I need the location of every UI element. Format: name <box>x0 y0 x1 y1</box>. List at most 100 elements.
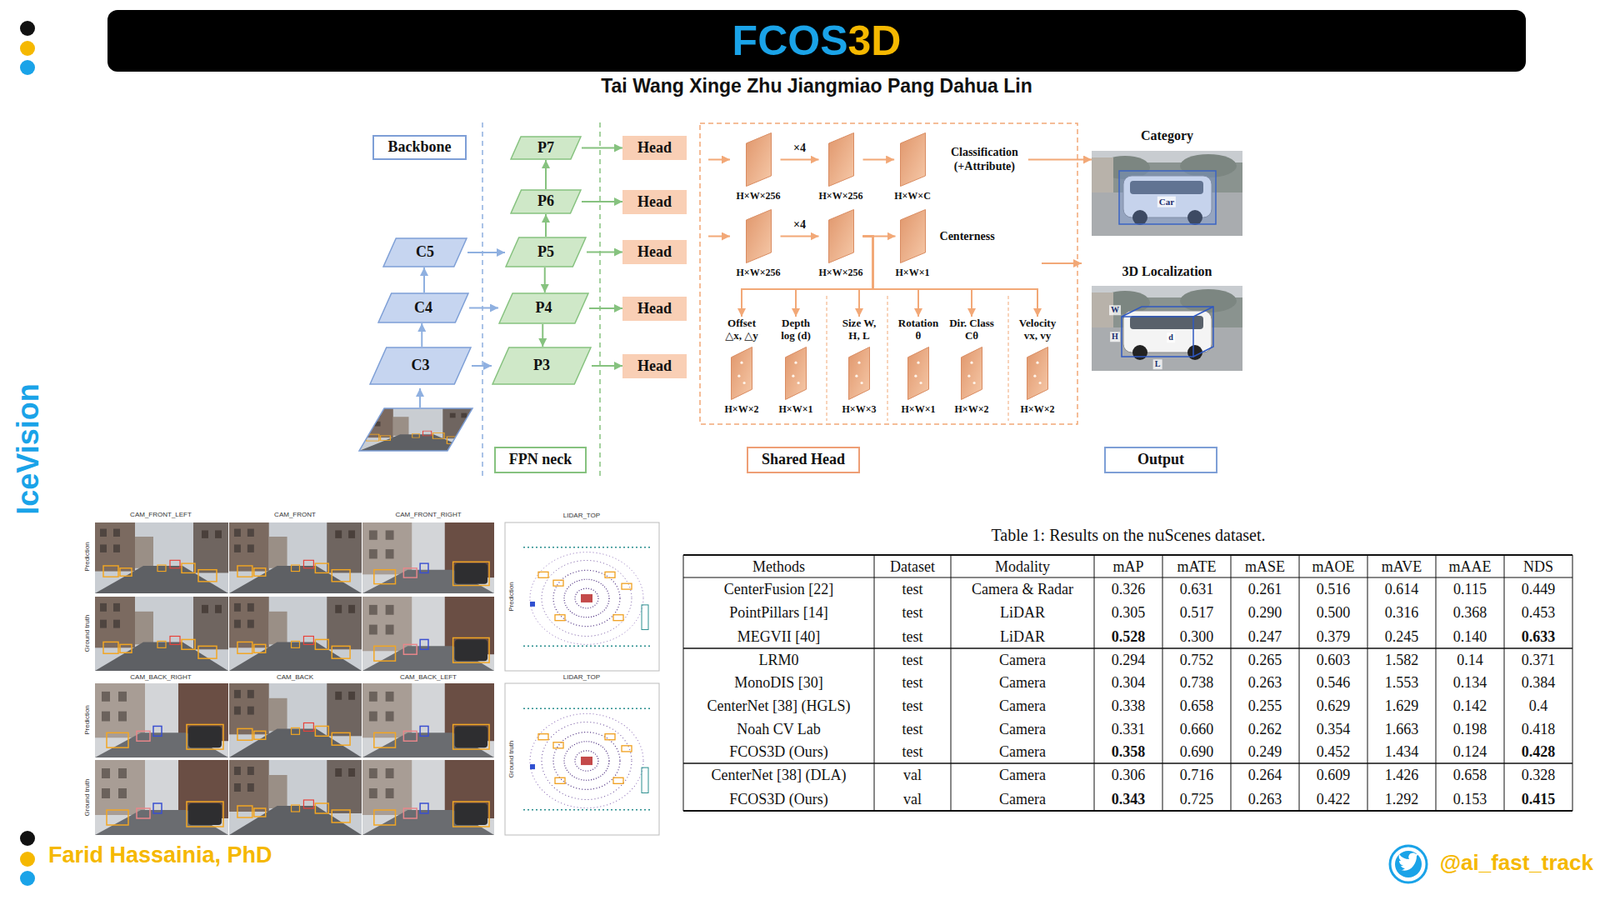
table-cell: 0.371 <box>1521 651 1556 670</box>
map-title: Centerness <box>940 229 995 244</box>
table-cell: 0.358 <box>1111 743 1146 761</box>
table-cell: test <box>902 697 924 715</box>
table-header: mASE <box>1245 557 1285 575</box>
input-frame <box>359 408 473 451</box>
slab-dot <box>794 361 797 365</box>
table-cell: 0.453 <box>1521 604 1556 622</box>
feature-slab <box>828 132 855 187</box>
table-cell: test <box>902 628 924 646</box>
head-box: Head <box>622 354 687 379</box>
feature-slab <box>907 346 930 400</box>
slide-text: IceVision <box>10 383 45 515</box>
table-header: mAP <box>1112 557 1144 575</box>
view-label: Prediction <box>507 581 515 612</box>
table-header: mAAE <box>1449 557 1492 575</box>
feature-slab <box>745 209 772 264</box>
table-cell: 0.658 <box>1453 766 1488 785</box>
table-cell: 0.415 <box>1521 790 1556 809</box>
picture-frame <box>1091 285 1243 371</box>
box-label: Head <box>637 244 672 261</box>
table-rule <box>683 762 1573 765</box>
slab-dot <box>797 381 800 385</box>
parallelogram-outline <box>499 293 589 324</box>
table-cell: 0.516 <box>1316 580 1351 599</box>
table-cell: 0.306 <box>1111 766 1146 785</box>
connector <box>541 324 544 347</box>
head-box: Head <box>622 135 687 160</box>
decor-dot <box>20 870 35 886</box>
table-header: NDS <box>1523 557 1554 575</box>
map-size: H×W×1 <box>778 403 813 415</box>
pyramid-level: P4 <box>498 292 590 325</box>
connector <box>544 267 546 293</box>
table-cell: 0.290 <box>1248 604 1283 622</box>
slab-face <box>849 347 870 400</box>
table-cell: 0.249 <box>1248 743 1283 761</box>
decor-dot <box>20 20 35 36</box>
table-cell: MonoDIS [30] <box>734 674 824 692</box>
slab-face <box>961 347 983 400</box>
feature-map: H×W×256 <box>819 209 864 279</box>
map-title: Classification (+Attribute) <box>940 145 1029 174</box>
box-label: Backbone <box>387 139 451 156</box>
connector <box>589 307 623 310</box>
pyramid-level: P3 <box>491 346 592 385</box>
table-cell: 0.449 <box>1521 580 1556 599</box>
slide-text: Farid Hassainia, PhD <box>48 842 273 869</box>
table-cell: 0.328 <box>1521 766 1556 785</box>
head-input-arrow <box>708 235 730 238</box>
table-rule <box>874 555 875 811</box>
camera-view <box>362 683 495 758</box>
table-cell: MEGVII [40] <box>737 628 820 646</box>
table-cell: 0.153 <box>1453 790 1488 809</box>
connector <box>586 251 623 254</box>
map-column: Size W, H, LH×W×3 <box>839 316 880 415</box>
lidar-view <box>523 708 651 810</box>
table-cell: PointPillars [14] <box>729 604 829 622</box>
slide-text: Table 1: Results on the nuScenes dataset… <box>990 525 1265 545</box>
feature-slab <box>900 132 926 187</box>
view-label: LIDAR_TOP <box>563 673 600 681</box>
table-cell: 0.304 <box>1111 674 1146 692</box>
map-size: H×W×1 <box>895 266 930 279</box>
table-cell: 0.305 <box>1111 604 1146 622</box>
feature-map: H×W×256 <box>736 209 781 279</box>
branch-divider <box>887 295 889 421</box>
table-cell: LiDAR <box>1000 628 1045 646</box>
table-header: Methods <box>752 557 805 575</box>
shared-head-region <box>700 123 1078 425</box>
table-cell: 0.528 <box>1111 628 1146 646</box>
output-map: Size W, H, LH×W×3 <box>839 316 880 415</box>
camera-view <box>362 596 495 671</box>
table-cell: 0.725 <box>1180 790 1215 809</box>
map-column: Offset △x, △yH×W×2 <box>720 316 764 415</box>
table-rule <box>683 647 1573 650</box>
table-cell: Camera <box>999 743 1046 761</box>
slab-face <box>745 133 771 187</box>
table-rule <box>1094 555 1095 811</box>
panel-title: 3D Localization <box>1091 263 1243 280</box>
table-cell: 0.263 <box>1248 674 1283 692</box>
feature-slab <box>785 346 807 400</box>
map-column: H×W×256 <box>819 209 864 279</box>
feature-map: H×W×CClassification (+Attribute) <box>894 132 1029 202</box>
category-photo <box>1091 150 1243 236</box>
box-label: FPN neck <box>509 451 573 469</box>
slab-dot <box>857 361 860 365</box>
table-cell: 0.614 <box>1385 580 1420 599</box>
table-rule <box>1162 555 1164 811</box>
table-cell: val <box>903 766 922 785</box>
slide-text: @ai_fast_track <box>1440 850 1594 876</box>
output-map: Offset △x, △yH×W×2 <box>720 316 764 415</box>
connector <box>469 307 499 310</box>
map-title: Offset △x, △y <box>720 316 764 342</box>
box-3d-back <box>1121 306 1214 357</box>
twitter-bird <box>1399 853 1420 871</box>
feature-slab <box>1026 346 1049 400</box>
connector <box>863 236 1038 318</box>
table-cell: 0.658 <box>1180 697 1215 715</box>
head-box: Head <box>622 190 687 215</box>
table-header: mAOE <box>1312 557 1355 575</box>
table-cell: 0.134 <box>1453 674 1488 692</box>
map-size: H×W×3 <box>841 403 876 415</box>
